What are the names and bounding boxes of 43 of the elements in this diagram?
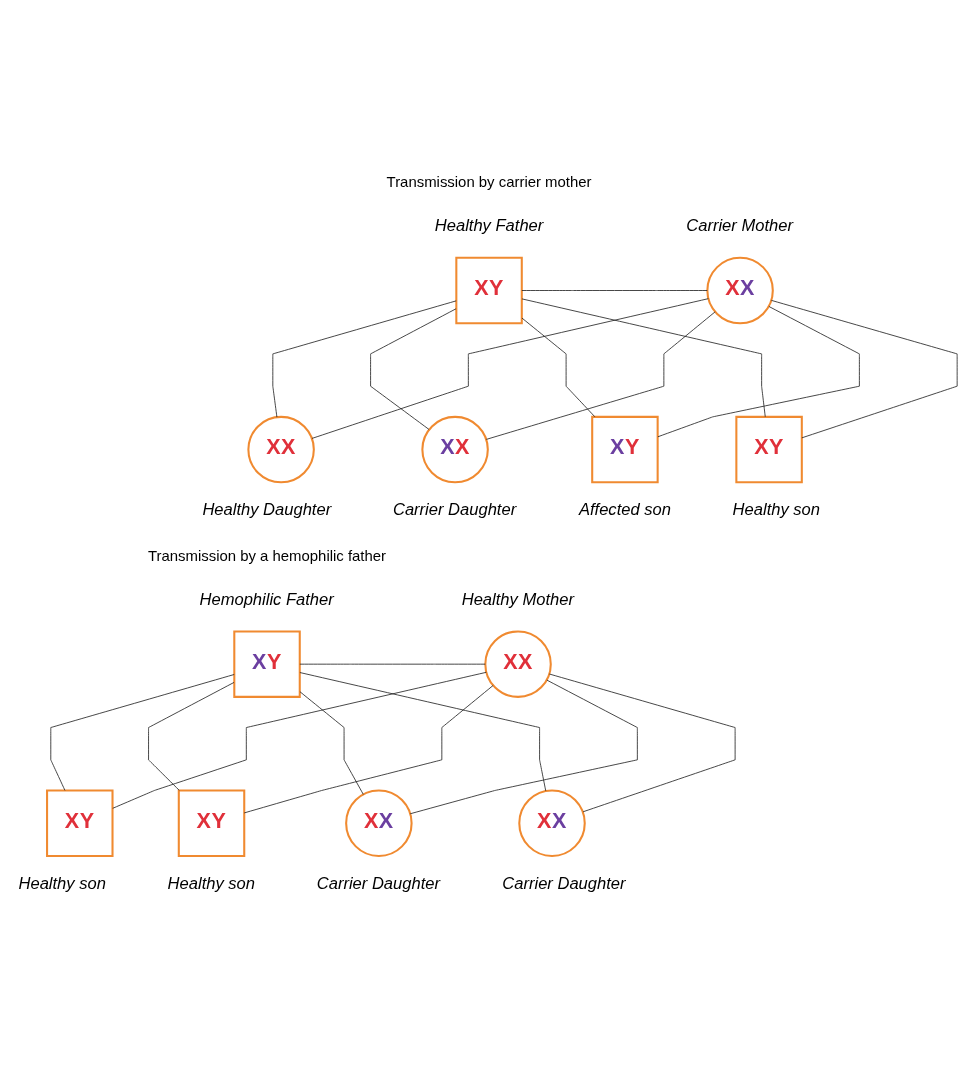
label: Transmission by a hemophilic father — [147, 547, 387, 564]
connector — [299, 671, 547, 791]
node-label: Healthy Daughter — [202, 499, 332, 519]
node-circle: XX — [484, 629, 552, 698]
connector — [485, 310, 716, 440]
node-box: XY — [455, 256, 523, 324]
node-label: Healthy Father — [434, 215, 544, 235]
connector — [299, 690, 364, 795]
node-label: Affected son — [578, 499, 671, 519]
node-label: Healthy son — [732, 499, 821, 519]
node-box: XY — [233, 629, 301, 698]
connector — [521, 297, 766, 417]
connector — [112, 671, 487, 809]
node-label: Healthy son — [18, 873, 106, 893]
node-box: XY — [591, 415, 659, 483]
connector — [521, 289, 708, 291]
node-circle: XX — [345, 788, 413, 857]
node-label: Carrier Daughter — [502, 873, 626, 893]
label: Transmission by carrier mother — [386, 173, 592, 190]
node-box: XY — [177, 788, 246, 857]
connector — [50, 673, 235, 791]
node-label: Healthy Mother — [461, 589, 574, 609]
node-circle: XX — [706, 256, 774, 324]
connector — [521, 317, 596, 417]
connector — [243, 684, 494, 813]
node-label: Healthy son — [167, 873, 255, 893]
node-label: Hemophilic Father — [199, 589, 334, 609]
node-box: XY — [46, 788, 114, 857]
connector — [272, 299, 457, 418]
node-label: Carrier Daughter — [392, 499, 517, 519]
connector — [311, 297, 709, 439]
connector — [548, 673, 736, 812]
connector — [409, 679, 638, 814]
node-circle: XX — [247, 415, 315, 483]
node-circle: XX — [421, 415, 489, 483]
connector — [370, 307, 457, 430]
node-circle: XX — [518, 788, 586, 857]
connector — [148, 681, 235, 791]
node-label: Carrier Daughter — [316, 873, 440, 893]
node-box: XY — [735, 415, 803, 483]
connector — [771, 299, 958, 438]
node-label: Carrier Mother — [686, 215, 793, 235]
connector — [657, 305, 860, 437]
